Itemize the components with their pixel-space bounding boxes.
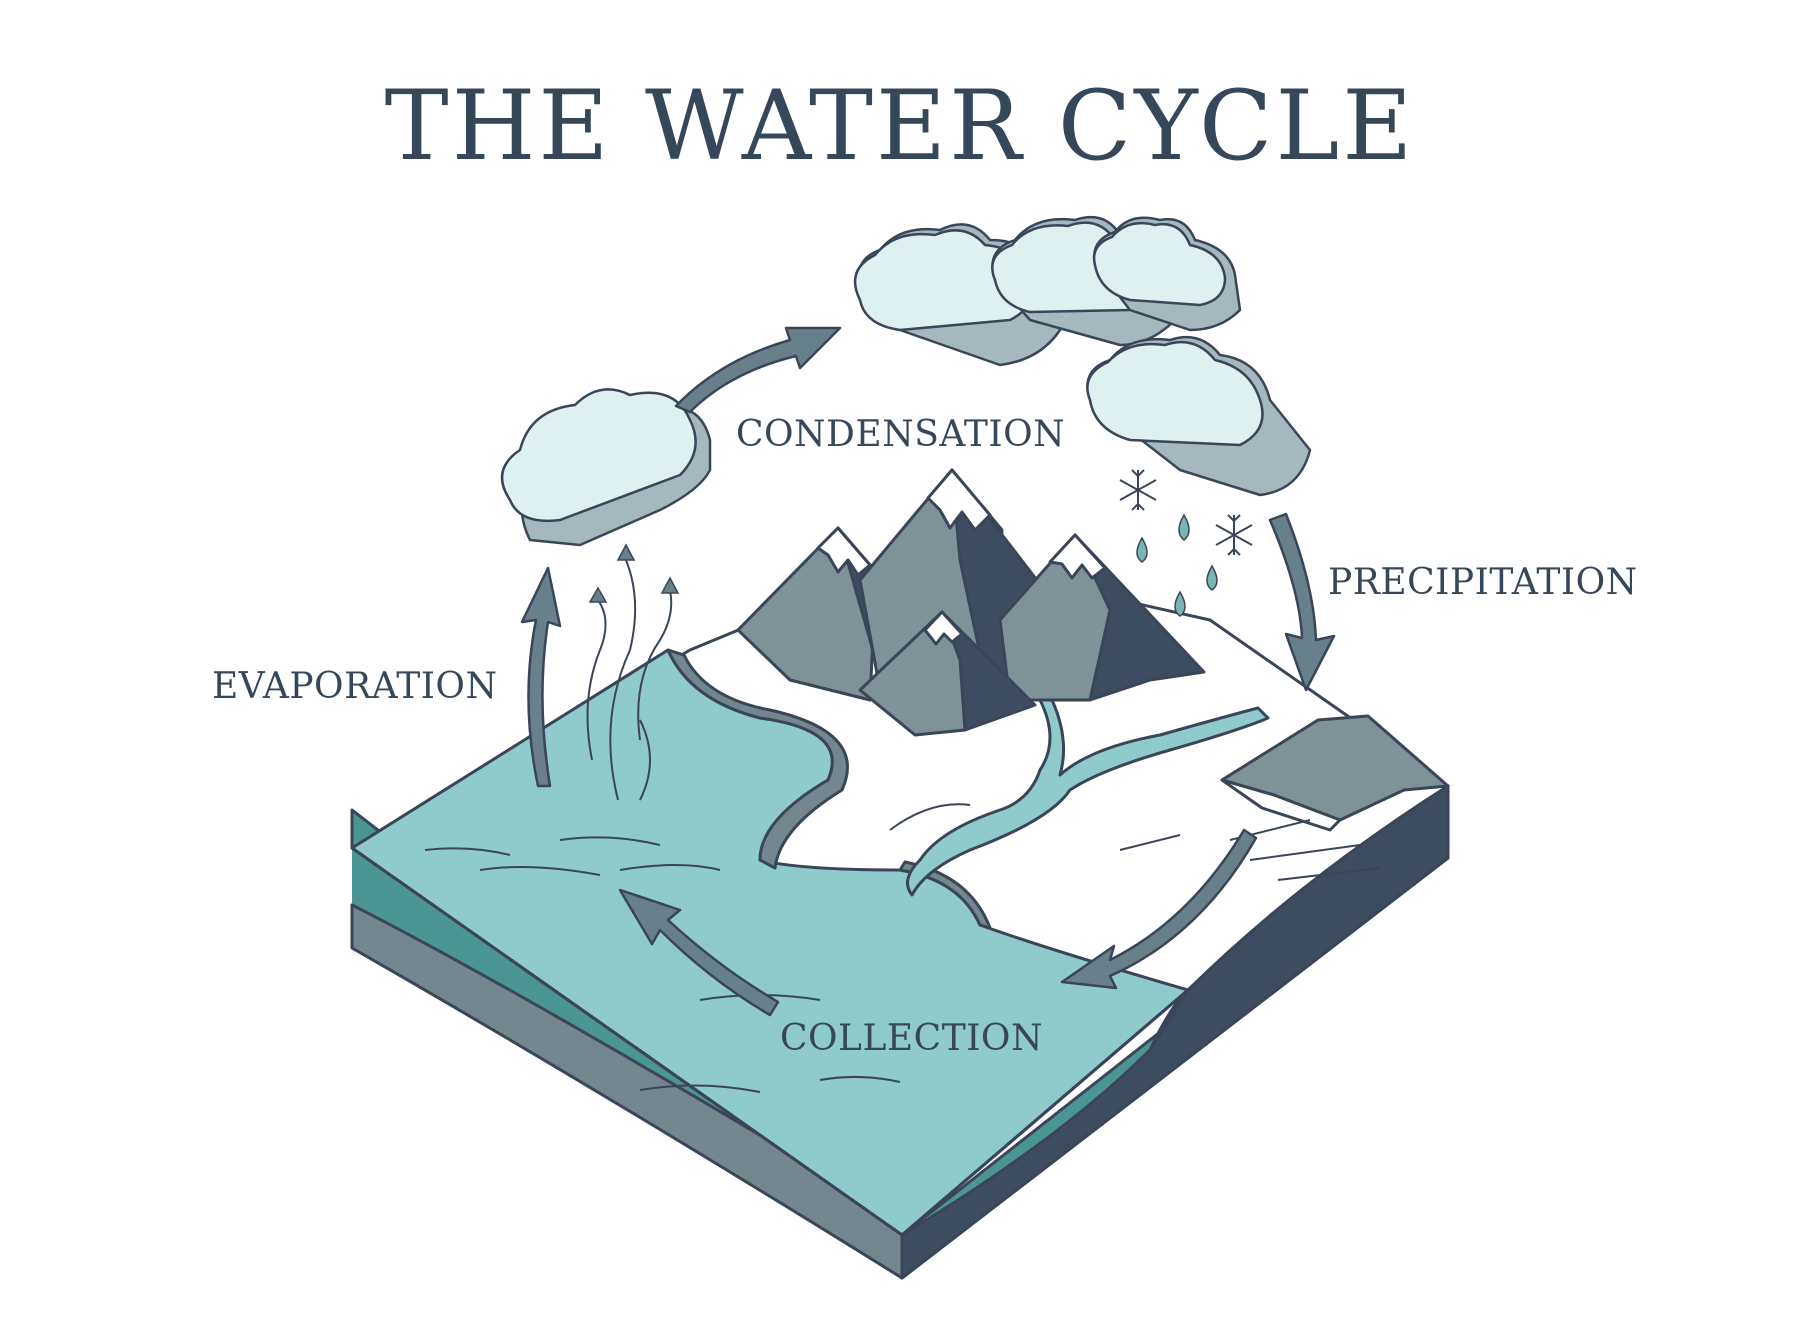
snow-cap-left (816, 526, 872, 577)
precipitation-label: PRECIPITATION (1328, 562, 1638, 603)
snowflake-icon (1119, 469, 1157, 511)
diagram-title: THE WATER CYCLE (384, 70, 1416, 182)
cloud-right (1086, 335, 1312, 497)
collection-label: COLLECTION (780, 1018, 1043, 1059)
raindrop-icon (1206, 564, 1218, 591)
evaporation-wisps (586, 559, 673, 801)
cycle-arrows (520, 326, 1336, 1017)
river (906, 698, 1270, 897)
evaporation-label: EVAPORATION (212, 666, 498, 707)
evaporation-wisp-heads (588, 543, 680, 603)
raindrop-icon (1136, 536, 1148, 563)
snowflake-icon (1215, 514, 1253, 556)
raindrop-icon (1174, 590, 1186, 617)
precipitation-arrow (1268, 512, 1336, 692)
runoff-arrow (1060, 828, 1258, 990)
snow-cap-right (1048, 533, 1107, 580)
cloud-left (500, 388, 712, 547)
mountains (736, 468, 1206, 737)
collection-arrow (618, 888, 780, 1017)
clouds (500, 215, 1312, 547)
precipitation (1119, 469, 1253, 617)
terrain-block (350, 553, 1450, 1280)
cloud-top-right (1092, 216, 1242, 332)
raindrops (1136, 513, 1218, 617)
snow-cap-center (926, 468, 992, 532)
condensation-arrow (674, 326, 842, 414)
evaporation-arrow (520, 566, 562, 788)
raindrop-icon (1178, 513, 1190, 541)
snow-cap-front (923, 610, 964, 646)
coast-strip (666, 648, 849, 870)
condensation-label: CONDENSATION (736, 414, 1066, 455)
